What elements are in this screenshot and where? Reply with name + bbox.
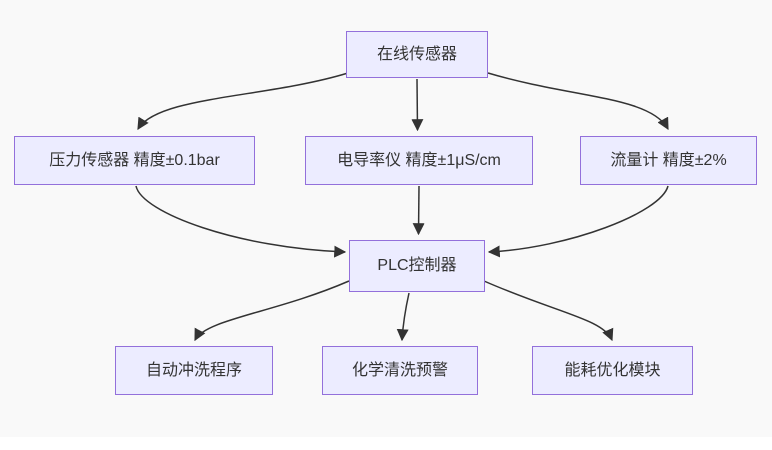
flowchart-canvas: 在线传感器 压力传感器 精度±0.1bar 电导率仪 精度±1μS/cm 流量计… xyxy=(14,31,757,395)
node-conductivity-meter: 电导率仪 精度±1μS/cm xyxy=(305,136,533,185)
edge-online-to-conductivity xyxy=(411,78,424,132)
node-flow-meter: 流量计 精度±2% xyxy=(580,136,757,185)
node-conductivity-meter-label: 电导率仪 精度±1μS/cm xyxy=(337,151,501,169)
node-pressure-sensor-label: 压力传感器 精度±0.1bar xyxy=(49,151,220,169)
edge-plc-to-energy xyxy=(483,280,614,342)
node-energy-optimization-module: 能耗优化模块 xyxy=(532,346,693,395)
edge-plc-to-flush xyxy=(194,280,350,342)
node-auto-flush-program-label: 自动冲洗程序 xyxy=(145,361,242,379)
edge-online-to-flow xyxy=(487,72,669,131)
node-chemical-cleaning-alert-label: 化学清洗预警 xyxy=(351,361,448,379)
node-plc-controller: PLC控制器 xyxy=(349,240,485,292)
node-plc-controller-label: PLC控制器 xyxy=(377,257,457,275)
edge-plc-to-chemical xyxy=(396,292,410,342)
node-auto-flush-program: 自动冲洗程序 xyxy=(115,346,273,395)
node-flow-meter-label: 流量计 精度±2% xyxy=(610,151,727,169)
node-online-sensor-label: 在线传感器 xyxy=(376,45,457,63)
node-energy-optimization-module-label: 能耗优化模块 xyxy=(564,361,661,379)
edge-conductivity-to-plc xyxy=(412,185,425,236)
edge-pressure-to-plc xyxy=(135,185,347,258)
node-online-sensor: 在线传感器 xyxy=(346,31,488,78)
node-pressure-sensor: 压力传感器 精度±0.1bar xyxy=(14,136,255,185)
edge-online-to-pressure xyxy=(137,72,349,131)
node-chemical-cleaning-alert: 化学清洗预警 xyxy=(322,346,478,395)
edge-flow-to-plc xyxy=(487,185,669,258)
